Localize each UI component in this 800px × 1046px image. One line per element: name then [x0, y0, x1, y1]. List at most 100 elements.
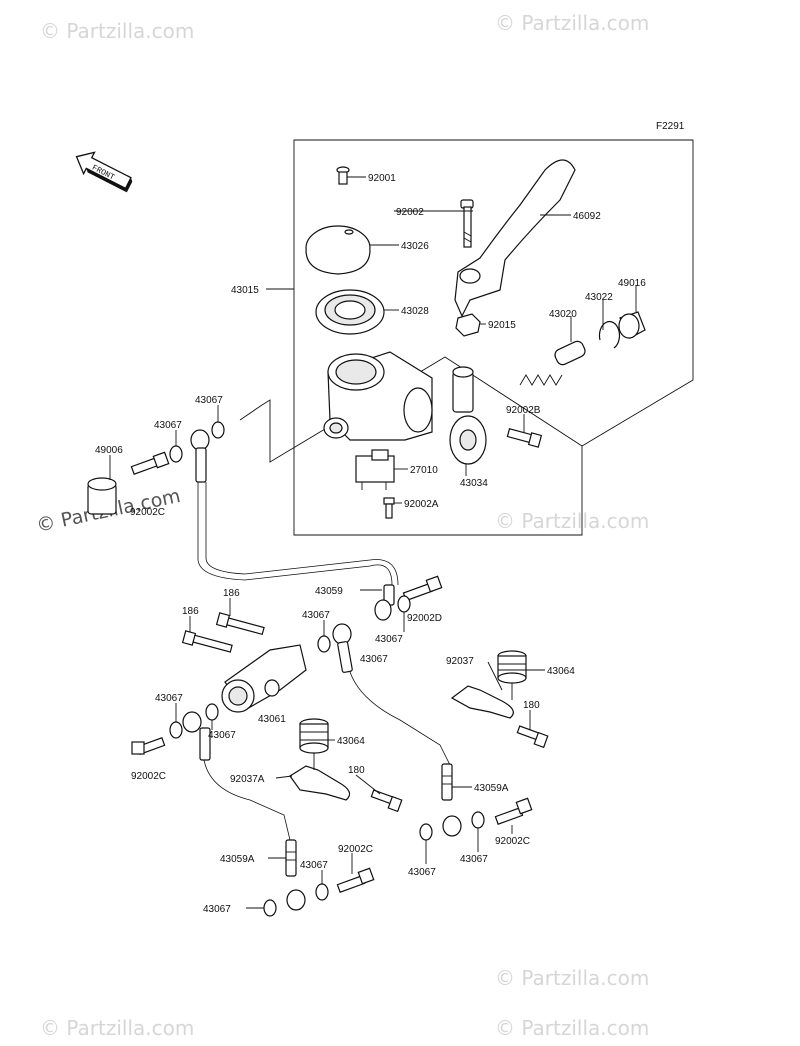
watermark-text: © Partzilla.com — [40, 19, 194, 43]
bolt-92002d — [402, 575, 443, 602]
watermark-text: © Partzilla.com — [40, 1016, 194, 1040]
bolt-92002b — [506, 428, 543, 448]
part-label-p-27010: 27010 — [410, 465, 438, 476]
watermark-text: © Partzilla.com — [495, 509, 649, 533]
part-label-p-92001: 92001 — [368, 173, 396, 184]
bolt-180-b — [370, 789, 403, 813]
screw-92002a — [383, 497, 395, 519]
bolt-186-b — [181, 630, 233, 653]
part-label-p-43067i: 43067 — [300, 860, 328, 871]
part-label-p-92002a: 92002A — [404, 499, 439, 510]
brake-hose-upper — [197, 482, 393, 586]
part-label-p-49006: 49006 — [95, 445, 123, 456]
part-label-p-43015: 43015 — [231, 285, 259, 296]
part-label-p-43059a2: 43059A — [220, 854, 255, 865]
bolt-180-a — [516, 725, 549, 749]
washer-43067-e — [169, 721, 183, 739]
washer-43067-c — [397, 595, 411, 613]
bolt-92002c-top — [130, 451, 170, 475]
piston-43020 — [519, 340, 586, 386]
watermarks: © Partzilla.com © Partzilla.com © Partzi… — [40, 11, 649, 1040]
reservoir-cap-43026 — [305, 225, 371, 275]
boot-49016 — [618, 311, 646, 339]
part-label-p-92002c4: 92002C — [338, 844, 373, 855]
assembly-bracket — [239, 139, 694, 536]
part-label-p-92002d: 92002D — [407, 613, 442, 624]
part-label-p-43067g: 43067 — [208, 730, 236, 741]
part-label-p-43022: 43022 — [585, 292, 613, 303]
washer-43067-h — [471, 811, 485, 829]
washer-43067-b — [211, 421, 225, 439]
grommet-43064-b — [299, 718, 329, 754]
circlip-43022 — [598, 320, 621, 349]
part-label-p-43067a: 43067 — [195, 395, 223, 406]
part-label-p-46092: 46092 — [573, 211, 601, 222]
brake-hose-lower-right — [349, 671, 451, 766]
part-label-p-92002: 92002 — [396, 207, 424, 218]
part-label-p-43067c: 43067 — [302, 610, 330, 621]
cap-49006 — [87, 477, 117, 515]
part-label-p-43067k: 43067 — [203, 904, 231, 915]
part-label-p-43067h: 43067 — [460, 854, 488, 865]
hose-fitting-43059 — [374, 584, 395, 621]
part-label-p-92037: 92037 — [446, 656, 474, 667]
hose-fitting-lower-left — [182, 711, 211, 761]
watermark-text: © Partzilla.com — [495, 966, 649, 990]
part-label-p-43067b: 43067 — [154, 420, 182, 431]
part-label-p-43064b: 43064 — [337, 736, 365, 747]
bolt-92002c-right — [494, 797, 533, 825]
brake-hose-upper-inner — [205, 482, 399, 586]
brake-switch-27010 — [355, 449, 395, 490]
part-label-p-186b: 186 — [182, 606, 199, 617]
watermark-text: © Partzilla.com — [495, 11, 649, 35]
brake-hose-lower-left — [203, 759, 291, 841]
master-cylinder-body — [323, 351, 433, 441]
part-label-p-92037a: 92037A — [230, 774, 265, 785]
hose-fitting-43059a-left — [285, 839, 306, 911]
clamp-92037 — [450, 683, 514, 719]
part-label-p-186a: 186 — [223, 588, 240, 599]
part-label-p-43064a: 43064 — [547, 666, 575, 677]
part-label-p-43067e: 43067 — [360, 654, 388, 665]
washer-43067-g — [419, 823, 433, 841]
hose-fitting-43059a-right — [441, 763, 462, 837]
bolt-186-a — [215, 612, 265, 636]
washer-43067-a — [169, 445, 183, 463]
part-label-p-43067d: 43067 — [375, 634, 403, 645]
part-label-p-43067f: 43067 — [155, 693, 183, 704]
part-label-p-43059: 43059 — [315, 586, 343, 597]
part-label-p-43028: 43028 — [401, 306, 429, 317]
washer-43067-f — [205, 703, 219, 721]
clamp-43034 — [449, 366, 487, 465]
screw-92001 — [336, 166, 350, 185]
brake-lever-46092 — [454, 159, 576, 318]
part-label-p-92002c1: 92002C — [130, 507, 165, 518]
part-label-p-180a: 180 — [523, 700, 540, 711]
diaphragm-43028 — [315, 289, 385, 335]
watermark-text: © Partzilla.com — [495, 1016, 649, 1040]
bolt-92002 — [460, 199, 474, 248]
part-label-p-43020: 43020 — [549, 309, 577, 320]
front-arrow-icon: FRONT — [75, 151, 133, 193]
part-label-p-43034: 43034 — [460, 478, 488, 489]
part-label-p-43061: 43061 — [258, 714, 286, 725]
washer-43067-j — [315, 883, 329, 901]
clamp-92037a — [289, 753, 351, 801]
bolt-92002c-bottom — [336, 867, 375, 893]
nut-92015 — [455, 313, 481, 337]
leader-lines — [109, 176, 637, 909]
part-label-p-43026: 43026 — [401, 241, 429, 252]
part-label-p-92002c2: 92002C — [131, 771, 166, 782]
part-label-p-180b: 180 — [348, 765, 365, 776]
part-label-p-43059a1: 43059A — [474, 783, 509, 794]
bolt-92002c-left — [131, 737, 166, 755]
figure-code: F2291 — [656, 121, 685, 132]
joint-43061 — [221, 644, 307, 713]
part-label-p-43067j: 43067 — [408, 867, 436, 878]
washer-43067-d — [317, 635, 331, 653]
washer-43067-i — [263, 899, 277, 917]
part-label-p-92015: 92015 — [488, 320, 516, 331]
